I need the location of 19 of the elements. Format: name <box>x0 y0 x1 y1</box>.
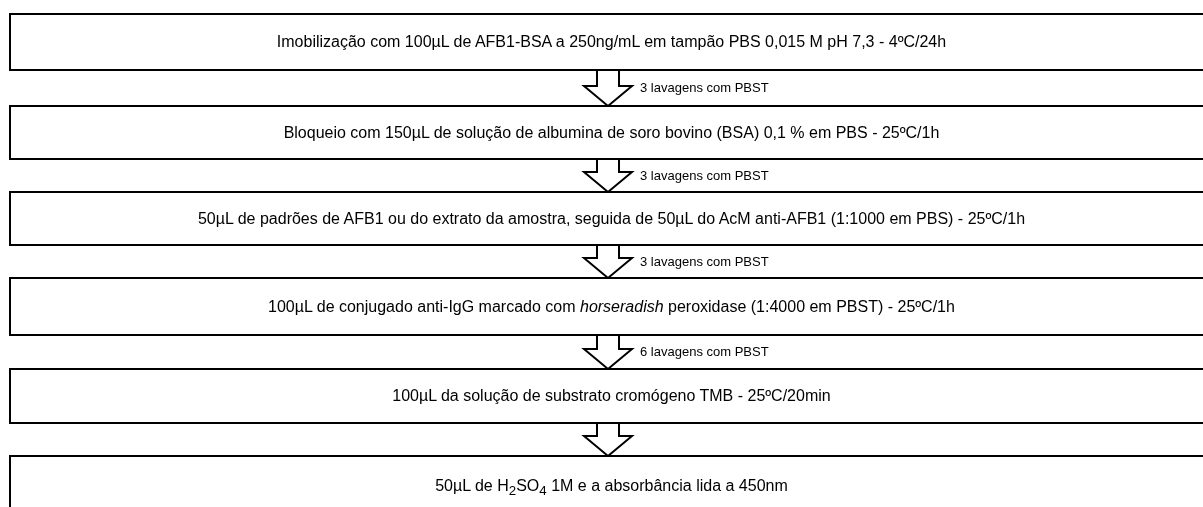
block-arrow <box>581 69 635 108</box>
step-text: Bloqueio com 150µL de solução de albumina de soro bovino (BSA) 0,1 % em PBS - 25ºC/1h <box>282 123 941 142</box>
process-box <box>9 368 1203 424</box>
process-box <box>9 191 1203 246</box>
step-text: 50µL de padrões de AFB1 ou do extrato da amostra, seguida de 50µL do AcM anti-AFB1 (1:1000 em PBS) - 25ºC/1h <box>196 209 1027 228</box>
edge-label: 6 lavagens com PBST <box>640 344 769 359</box>
edge-label: 3 lavagens com PBST <box>640 80 769 95</box>
process-box <box>9 105 1203 160</box>
process-box <box>9 277 1203 336</box>
block-arrow <box>581 422 635 458</box>
step-text: 50µL de H$_{2}$SO$_{4}$ 1M e a absorbância lida a 450nm <box>434 477 789 501</box>
process-box <box>9 455 1203 507</box>
step-text: Imobilização com 100µL de AFB1-BSA a 250ng/mL em tampão PBS 0,015 M pH 7,3 - 4ºC/24h <box>275 33 948 51</box>
process-box <box>9 13 1203 71</box>
block-arrow <box>581 158 635 194</box>
block-arrow <box>581 334 635 371</box>
block-arrow <box>581 244 635 280</box>
step-text: 100µL da solução de substrato cromógeno TMB - 25ºC/20min <box>391 387 832 405</box>
step-text: 100µL de conjugado anti-IgG marcado com horseradish peroxidase (1:4000 em PBST) - 25ºC/1h <box>267 297 956 316</box>
